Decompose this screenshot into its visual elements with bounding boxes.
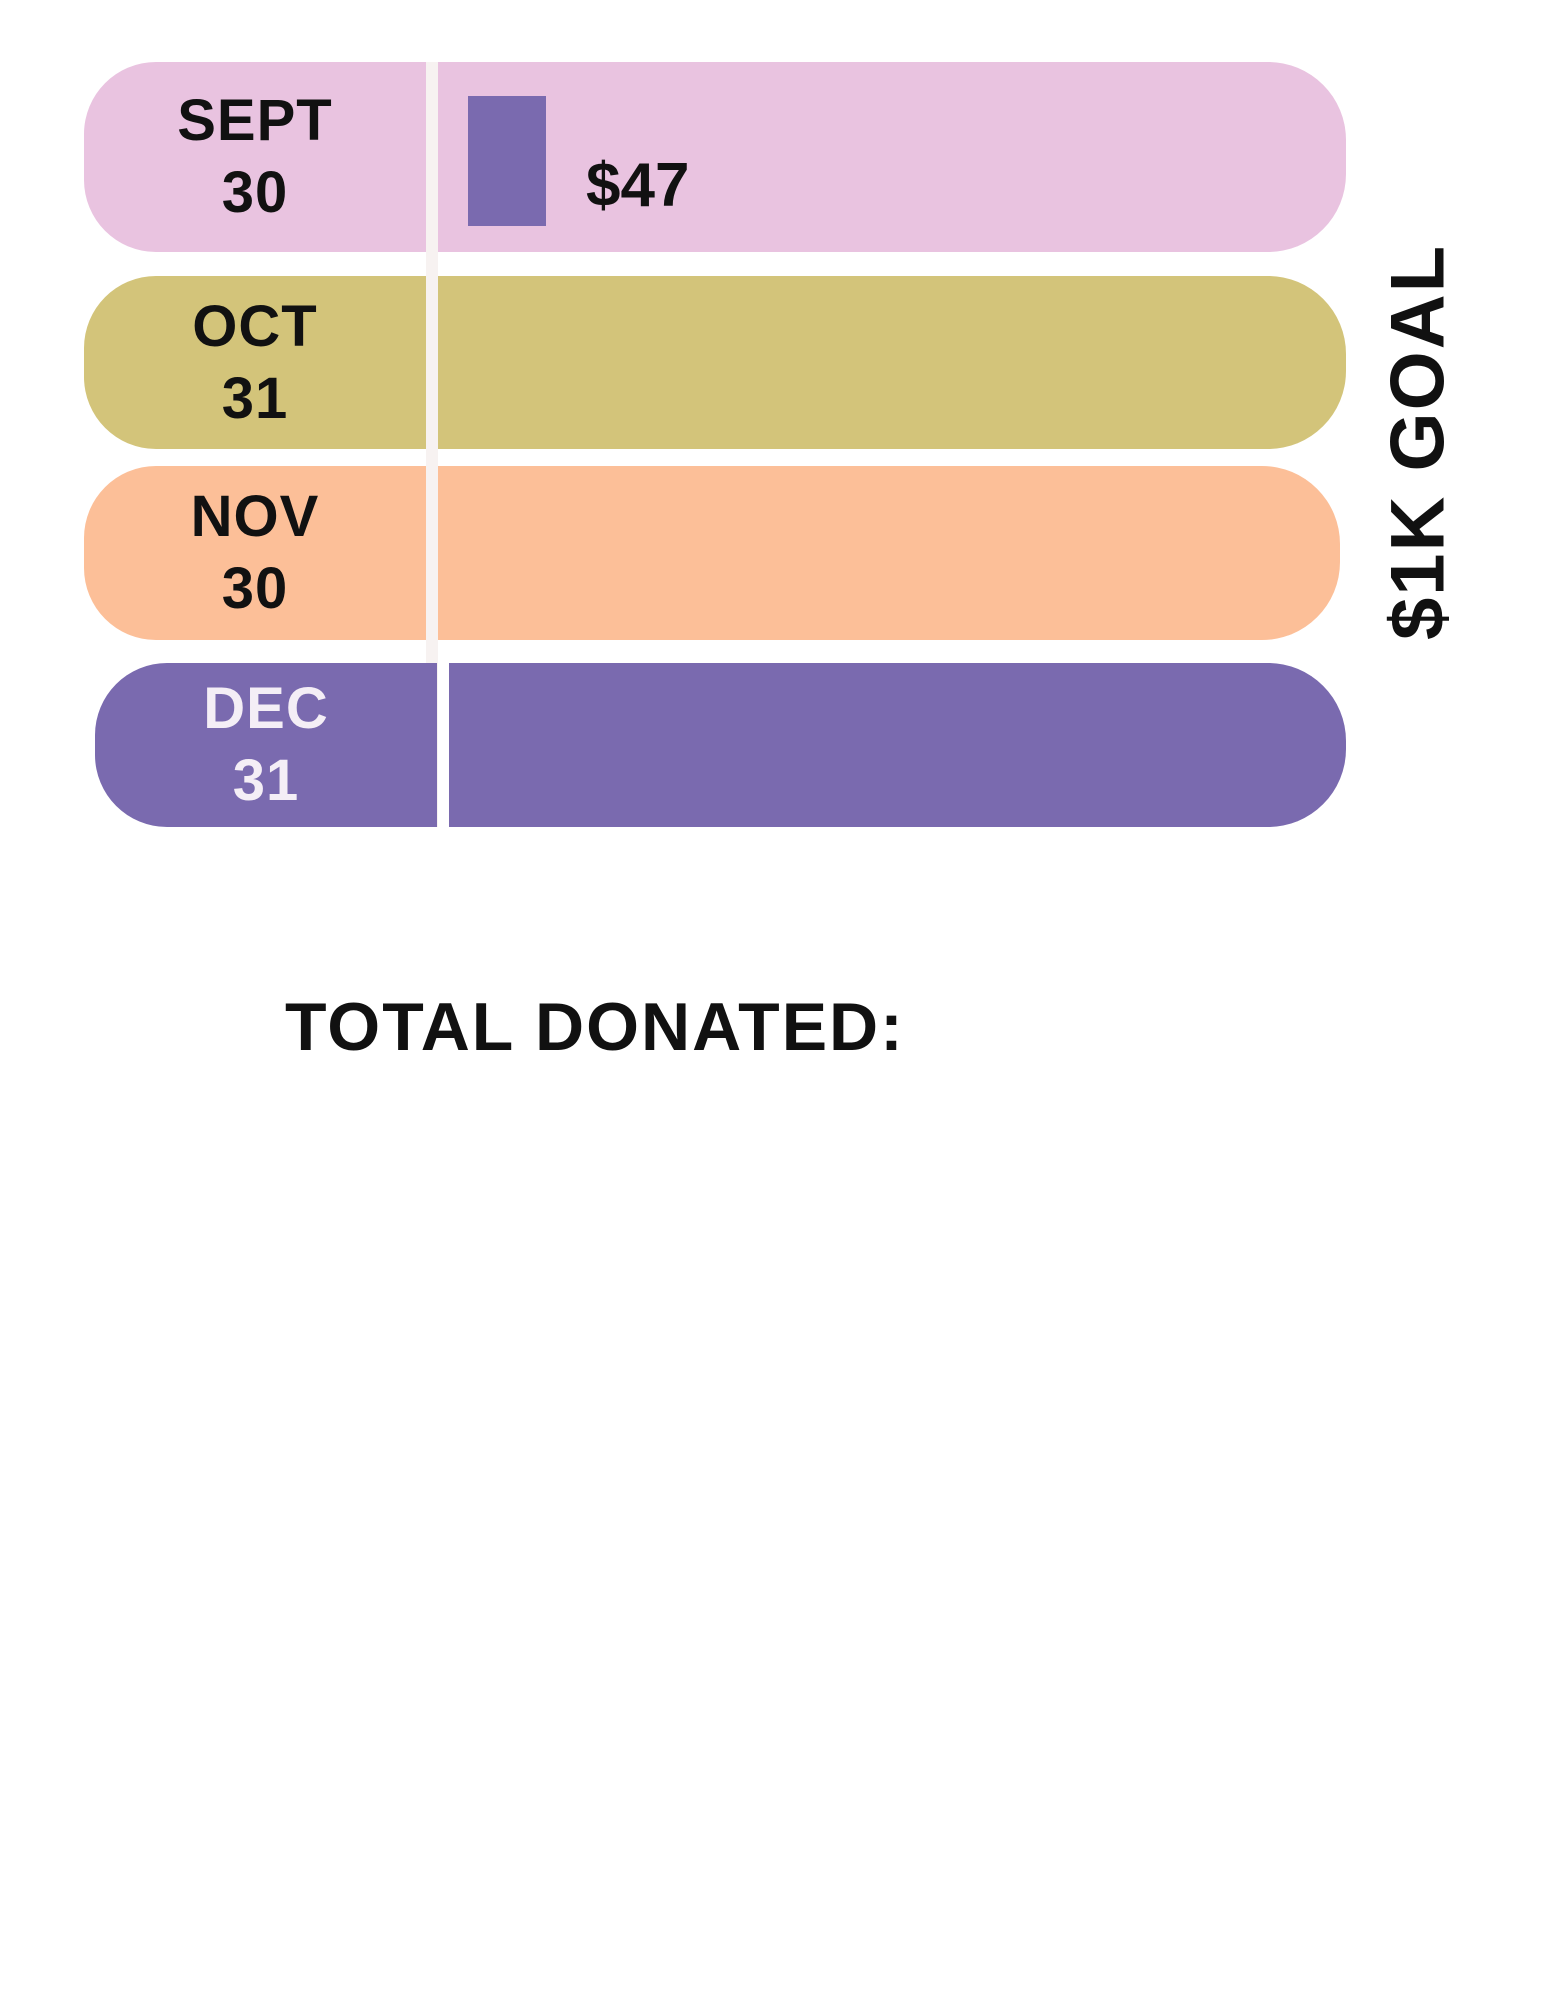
row-sept-month: SEPT: [177, 88, 333, 153]
row-nov-bar: [438, 466, 1340, 640]
row-dec-day: 31: [232, 748, 300, 813]
row-sept-bar: $47: [438, 62, 1346, 252]
row-nov-month: NOV: [190, 484, 320, 549]
donation-tracker: SEPT 30 $47 OCT 31 NOV 30 DEC 31 $1K GOA…: [0, 0, 1545, 900]
row-dec-month: DEC: [203, 676, 329, 741]
row-oct-bar: [438, 276, 1346, 449]
row-sept-date: SEPT 30: [84, 62, 426, 252]
tracker-divider: [426, 62, 438, 827]
row-oct-date: OCT 31: [84, 276, 426, 449]
row-sept-day: 30: [221, 160, 289, 225]
row-oct-day: 31: [221, 365, 289, 431]
total-donated-label: TOTAL DONATED:: [285, 989, 905, 1065]
row-dec-bar: [449, 663, 1346, 827]
row-nov: NOV 30: [84, 466, 1340, 640]
row-nov-day: 30: [221, 556, 289, 621]
row-nov-date: NOV 30: [84, 466, 426, 640]
row-dec: DEC 31: [95, 663, 1346, 827]
goal-label: $1K GOAL: [1375, 243, 1461, 641]
row-sept: SEPT 30 $47: [84, 62, 1346, 252]
progress-fill: [468, 96, 546, 226]
row-dec-date: DEC 31: [95, 663, 437, 827]
row-oct-month: OCT: [192, 293, 318, 359]
amount-label: $47: [586, 151, 690, 220]
row-oct: OCT 31: [84, 276, 1346, 449]
